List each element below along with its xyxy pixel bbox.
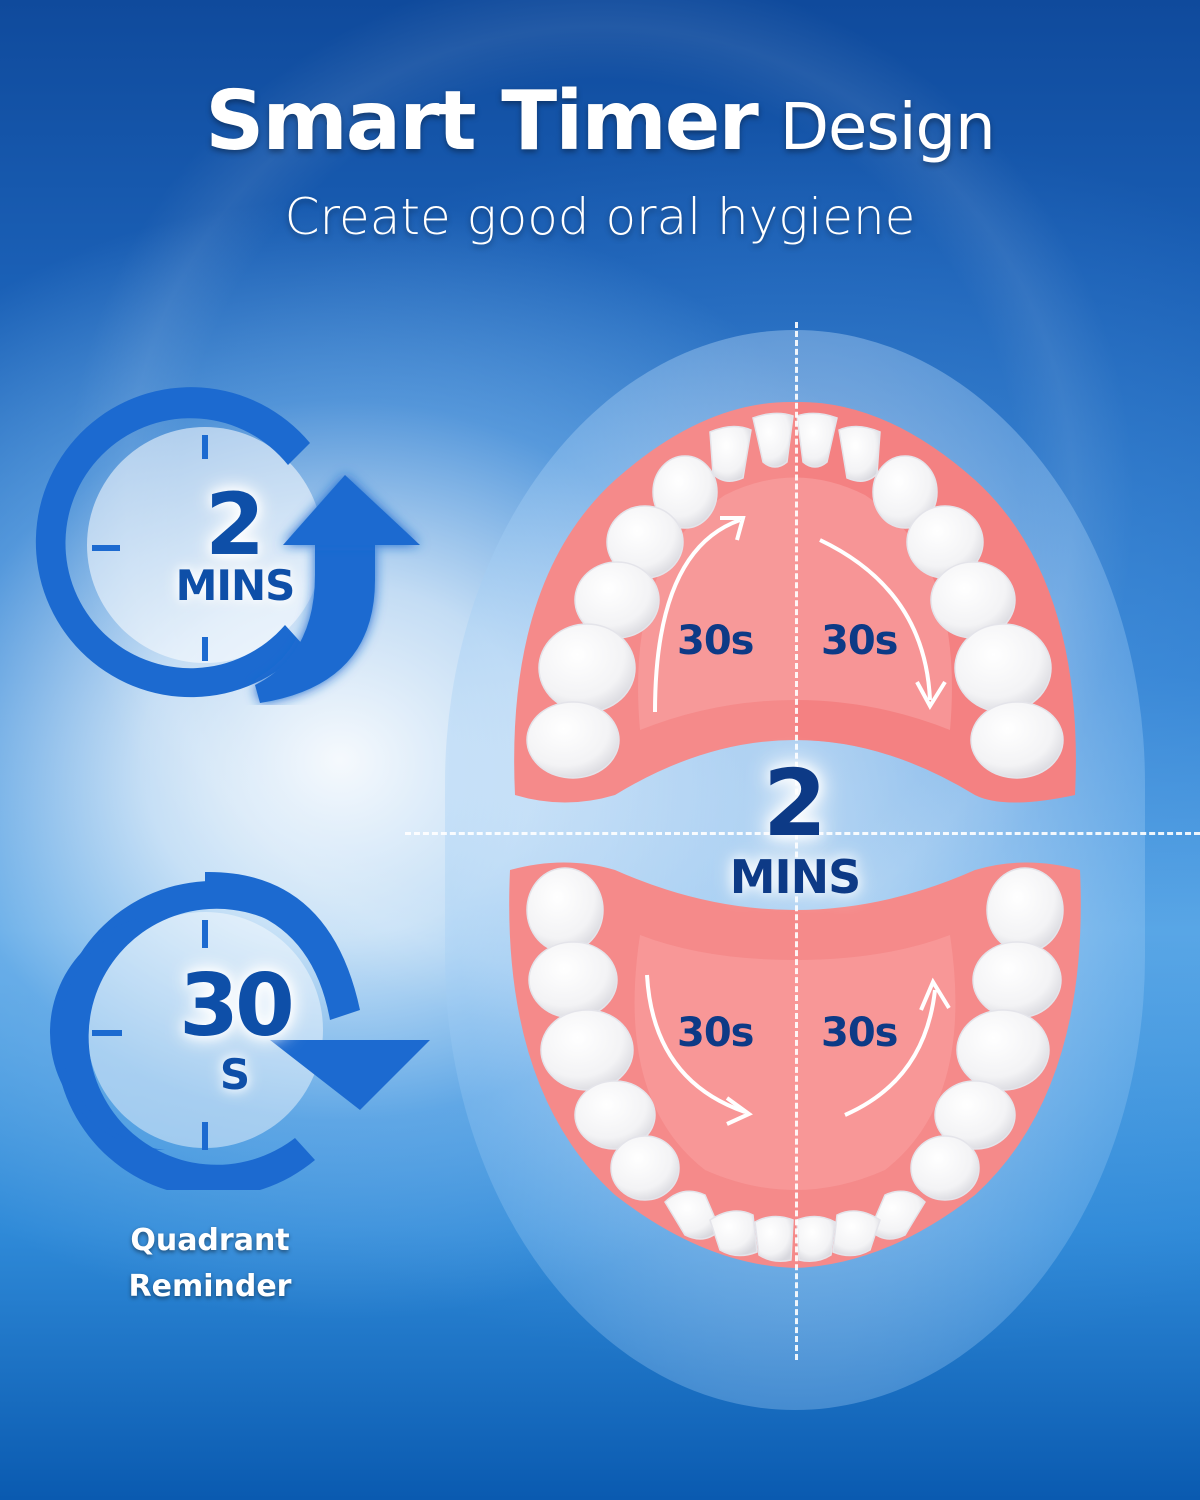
center-duration-unit: MINS — [729, 850, 862, 904]
timer-unit: S — [219, 1050, 251, 1099]
title-light: Design — [779, 91, 996, 165]
header: Smart Timer Design Create good oral hygi… — [0, 70, 1200, 246]
page-title: Smart Timer Design — [0, 70, 1200, 178]
caption-line-1: Quadrant — [130, 1223, 290, 1258]
clockwise-arrow-up-icon — [35, 387, 420, 703]
timer-value: 30 — [179, 956, 295, 1056]
title-strong: Smart Timer — [205, 74, 759, 169]
vertical-divider — [795, 322, 798, 1360]
quadrant-upper-right: 30s — [821, 618, 898, 664]
quadrant-lower-left: 30s — [677, 1010, 754, 1056]
clockwise-arrow-down-icon — [49, 871, 430, 1190]
upper-teeth-illustration — [514, 401, 1076, 803]
quadrant-lower-right: 30s — [821, 1010, 898, 1056]
two-minute-timer: 2 MINS — [30, 385, 450, 705]
upper-jaw: 30s 30s — [505, 400, 1085, 820]
quadrant-reminder-caption: Quadrant Reminder — [90, 1218, 330, 1310]
horizontal-divider — [405, 832, 1200, 835]
quadrant-upper-left: 30s — [677, 618, 754, 664]
page-subtitle: Create good oral hygiene — [284, 188, 916, 246]
timer-value: 2 — [205, 475, 265, 575]
caption-line-2: Reminder — [128, 1269, 292, 1304]
timer-unit: MINS — [175, 561, 296, 610]
thirty-second-timer: 30 S — [30, 860, 450, 1190]
center-duration-value: 2 — [762, 750, 827, 857]
